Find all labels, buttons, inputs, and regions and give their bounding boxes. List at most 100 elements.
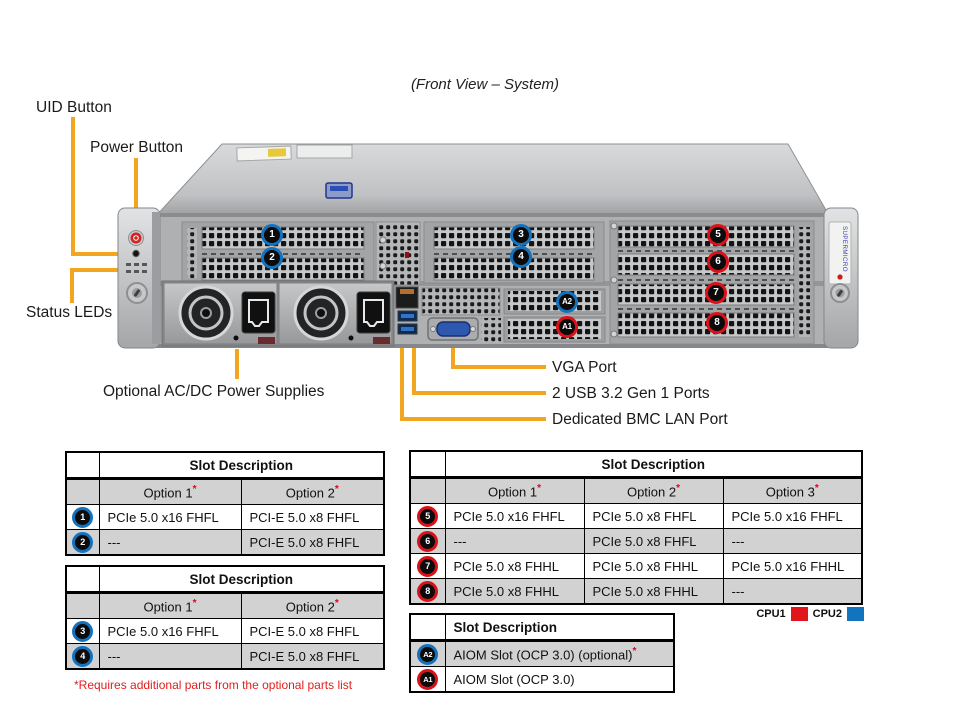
slot-cell: AIOM Slot (OCP 3.0) (optional)* [444,640,675,667]
option-header: Option 2* [240,592,385,619]
power-callout-line [134,158,138,234]
slot-cell: PCIe 5.0 x8 FHHL [444,553,585,579]
option-header: Option 2* [583,477,724,504]
left-ear-lock [126,282,148,304]
table-row: A1 AIOM Slot (OCP 3.0) [409,666,675,693]
usb-ports-label: 2 USB 3.2 Gen 1 Ports [552,385,710,402]
uid-button [132,249,140,258]
cpu-legend: CPU1 CPU2 [756,607,864,621]
slot-cell: --- [98,643,242,670]
slot-badge-a2: A2 [417,643,439,665]
cpu1-legend-label: CPU1 [756,608,786,620]
bmc-lan-port [395,286,419,309]
power-button-label: Power Button [90,139,184,156]
slot-table-3-4: Slot Description Option 1* Option 2* 3 P… [65,565,386,670]
center-vent-mesh [375,221,421,286]
power-button [128,230,144,246]
cpu2-legend-label: CPU2 [812,608,842,620]
table-header: Slot Description [98,565,385,594]
option-header: Option 1* [98,478,242,505]
table-row: A2 AIOM Slot (OCP 3.0) (optional)* [409,640,675,667]
slot-marker-7: 7 [705,282,727,304]
psu-1 [163,282,278,345]
slot-cell: PCIe 5.0 x16 FHFL [444,503,585,529]
slot-cell: PCIe 5.0 x8 FHFL [583,503,724,529]
slot-cell: PCIe 5.0 x8 FHHL [583,578,724,605]
io-vent-mesh [421,287,501,316]
slot-badge-6: 6 [417,530,439,552]
table-row: 4 --- PCI-E 5.0 x8 FHFL [65,643,385,670]
table-header: Slot Description [444,613,675,642]
table-row: 2 --- PCI-E 5.0 x8 FHFL [65,529,385,556]
option-header: Option 2* [240,478,385,505]
psu-callout-line [235,349,239,379]
io-vent-mesh-2 [481,318,501,342]
uid-callout-line-v [71,117,75,256]
pcie-bay-slots-1-2 [181,221,375,284]
slot-badge-a1: A1 [417,668,439,690]
slot-badge-5: 5 [417,505,439,527]
psu-2 [278,282,393,345]
slot-cell: PCI-E 5.0 x8 FHFL [240,529,385,556]
brand-logo-dot [837,274,843,280]
server-rear-illustration: SUPERMICRO [117,143,859,349]
bmc-callout-line-h [400,417,546,421]
slot-marker-a1: A1 [556,316,578,338]
slot-table-1-2: Slot Description Option 1* Option 2* 1 P… [65,451,386,556]
table-row: 5 PCIe 5.0 x16 FHFL PCIe 5.0 x8 FHFL PCI… [409,503,863,529]
vga-port [427,317,479,341]
slot-marker-4: 4 [510,246,532,268]
slot-cell: PCIe 5.0 x16 FHFL [98,618,242,644]
status-leds-label: Status LEDs [26,304,113,321]
uid-callout-line-h [71,252,131,256]
slot-badge-2: 2 [72,531,94,553]
slot-marker-1: 1 [261,224,283,246]
cpu2-legend-swatch [847,607,864,621]
slot-cell: PCI-E 5.0 x8 FHFL [240,643,385,670]
slot-cell: PCIe 5.0 x8 FHFL [583,528,724,554]
usb-ports [397,310,418,335]
table-header: Slot Description [98,451,385,480]
table-row: 3 PCIe 5.0 x16 FHFL PCI-E 5.0 x8 FHFL [65,618,385,644]
slot-table-5-8: Slot Description Option 1* Option 2* Opt… [409,450,864,605]
right-ear-lock [830,283,850,303]
slot-cell: PCI-E 5.0 x8 FHFL [240,618,385,644]
slot-marker-3: 3 [510,224,532,246]
usb-callout-line-h [412,391,546,395]
slot-cell: PCIe 5.0 x8 FHHL [444,578,585,605]
bmc-lan-label: Dedicated BMC LAN Port [552,411,728,428]
table-header: Slot Description [444,450,863,479]
slot-cell: --- [98,529,242,556]
vga-port-label: VGA Port [552,359,617,376]
slot-marker-2: 2 [261,247,283,269]
slot-cell: PCIe 5.0 x16 FHHL [722,553,863,579]
table-row: 6 --- PCIe 5.0 x8 FHFL --- [409,528,863,554]
footnote: *Requires additional parts from the opti… [74,678,353,692]
slot-badge-8: 8 [417,580,439,602]
right-ear: SUPERMICRO [823,207,859,349]
left-ear [117,207,161,349]
cpu1-legend-swatch [790,607,808,621]
slot-cell: --- [722,528,863,554]
option-header: Option 1* [444,477,585,504]
slot-cell: --- [444,528,585,554]
slot-marker-5: 5 [707,224,729,246]
option-header: Option 1* [98,592,242,619]
slot-cell: PCIe 5.0 x8 FHHL [583,553,724,579]
slot-marker-8: 8 [706,312,728,334]
option-header: Option 3* [722,477,863,504]
supermicro-brand-text: SUPERMICRO [841,226,848,272]
status-callout-line-v [70,268,74,303]
slot-cell: PCIe 5.0 x16 FHFL [722,503,863,529]
slot-badge-1: 1 [72,506,94,528]
bmc-callout-line-v [400,341,404,421]
slot-marker-a2: A2 [556,291,578,313]
table-row: 7 PCIe 5.0 x8 FHHL PCIe 5.0 x8 FHHL PCIe… [409,553,863,579]
aiom-table: Slot Description A2 AIOM Slot (OCP 3.0) … [409,613,675,693]
table-row: 8 PCIe 5.0 x8 FHHL PCIe 5.0 x8 FHHL --- [409,578,863,605]
slot-cell: PCI-E 5.0 x8 FHFL [240,504,385,530]
slot-badge-3: 3 [72,620,94,642]
status-leds [126,263,147,273]
uid-button-label: UID Button [36,99,112,116]
